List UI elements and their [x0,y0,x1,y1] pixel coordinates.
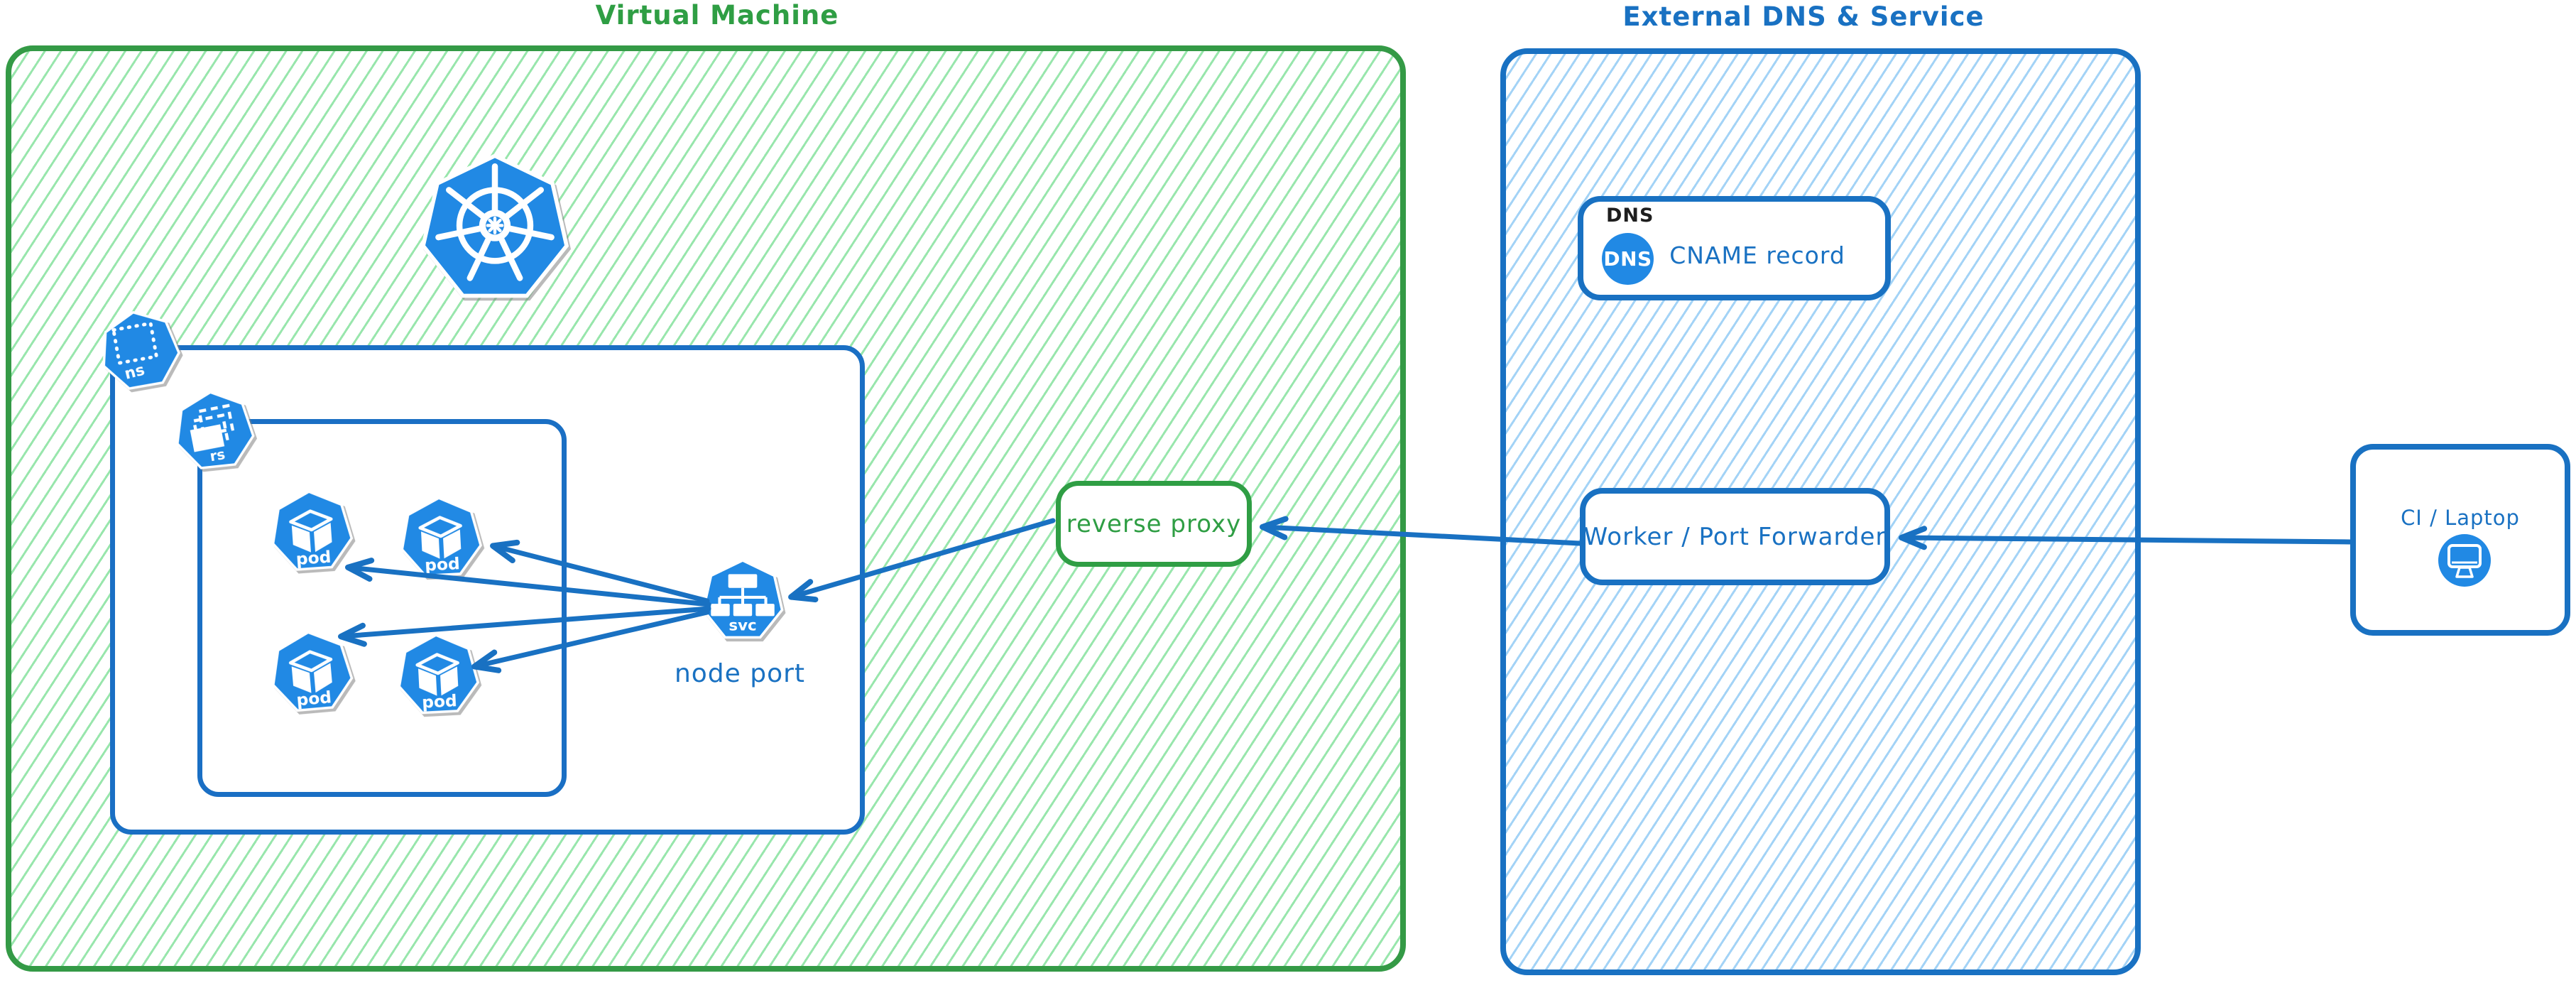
service-icon: svc [702,559,784,639]
cname-record-label: CNAME record [1669,241,1845,269]
worker-port-forwarder-box: Worker / Port Forwarder [1580,488,1890,585]
replicaset-icon-label: rs [209,446,227,465]
replicaset-box [197,419,567,797]
node-port-label: node port [674,659,806,688]
dns-icon-label: DNS [1603,247,1652,271]
pod-icon-label: pod [295,547,332,569]
pod-icon: pod [400,496,483,577]
pod-icon: pod [271,631,354,712]
replicaset-icon: rs [176,391,255,469]
namespace-icon: ns [102,310,180,390]
external-dns-title: External DNS & Service [1622,1,1985,32]
ci-laptop-label: CI / Laptop [2401,506,2520,530]
kubernetes-icon [420,153,569,298]
pod-icon: pod [398,634,480,715]
pod-icon-label: pod [295,687,332,710]
worker-port-forwarder-label: Worker / Port Forwarder [1583,522,1887,551]
reverse-proxy-box: reverse proxy [1056,481,1252,567]
dns-heading: DNS [1606,205,1654,227]
virtual-machine-title: Virtual Machine [595,0,839,31]
dns-icon: DNS [1602,233,1654,285]
reverse-proxy-label: reverse proxy [1066,509,1242,538]
pod-icon-label: pod [424,553,460,575]
pod-icon: pod [271,490,354,571]
pod-icon-label: pod [421,690,457,712]
service-icon-label: svc [728,617,756,635]
monitor-icon [2438,534,2491,587]
